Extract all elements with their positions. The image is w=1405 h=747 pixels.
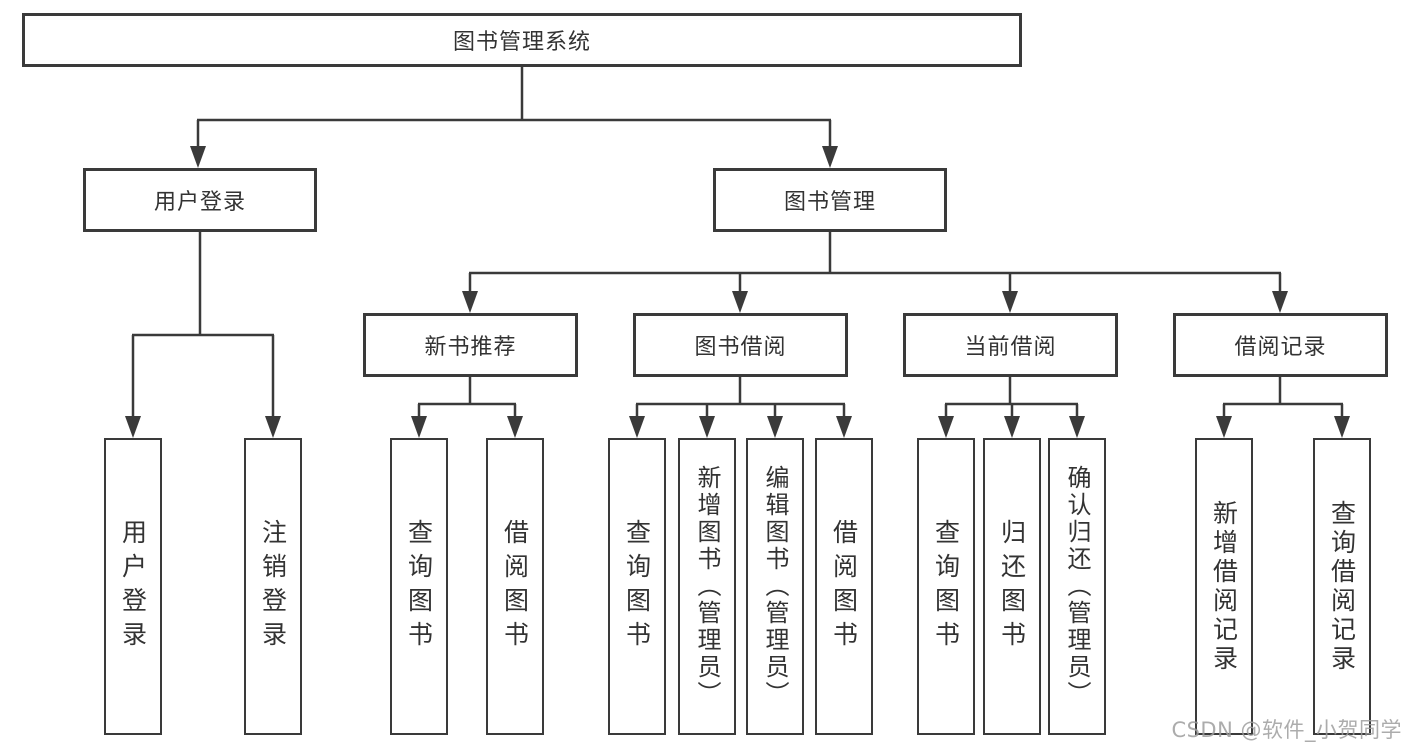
leaf-query-books-1: 查询图书 [390, 438, 448, 735]
leaf-borrow-books-2: 借阅图书 [815, 438, 873, 735]
arrowheads [125, 146, 1350, 438]
arrowhead-icon [1216, 416, 1232, 438]
leaf-return-books: 归还图书 [983, 438, 1041, 735]
node-label: 编辑图书（管理员） [761, 465, 789, 708]
node-label: 新书推荐 [424, 335, 517, 360]
connector-line-user-login-split [131, 232, 275, 418]
arrowhead-icon [265, 416, 281, 438]
leaf-logout: 注销登录 [244, 438, 302, 735]
arrowhead-icon [1002, 291, 1018, 313]
connector-line-current-borrow-split [944, 377, 1079, 418]
node-book-management: 图书管理 [713, 168, 947, 232]
arrowhead-icon [507, 416, 523, 438]
connector-line-book-mgmt-split [468, 232, 1282, 293]
node-label: 借阅记录 [1234, 335, 1327, 360]
connector-line-borrow-record-split [1222, 377, 1344, 418]
node-label: 图书借阅 [694, 335, 787, 360]
arrowhead-icon [699, 416, 715, 438]
leaf-query-books-2: 查询图书 [608, 438, 666, 735]
arrowhead-icon [732, 291, 748, 313]
node-label: 查询图书 [931, 518, 961, 655]
node-label: 归还图书 [997, 518, 1027, 655]
leaf-add-borrow-record: 新增借阅记录 [1195, 438, 1253, 735]
node-label: 查询借阅记录 [1327, 499, 1357, 674]
arrowhead-icon [411, 416, 427, 438]
connector-line-new-book-split [417, 377, 517, 418]
arrowhead-icon [1069, 416, 1085, 438]
arrowhead-icon [125, 416, 141, 438]
node-label: 借阅图书 [829, 518, 859, 655]
leaf-confirm-return-admin: 确认归还（管理员） [1048, 438, 1106, 735]
leaf-add-books-admin: 新增图书（管理员） [678, 438, 736, 735]
arrowhead-icon [462, 291, 478, 313]
arrowhead-icon [822, 146, 838, 168]
node-label: 查询图书 [622, 518, 652, 655]
node-label: 新增图书（管理员） [693, 465, 721, 708]
node-label: 确认归还（管理员） [1063, 465, 1091, 708]
node-current-borrowing: 当前借阅 [903, 313, 1118, 377]
arrowhead-icon [629, 416, 645, 438]
arrowhead-icon [938, 416, 954, 438]
node-label: 借阅图书 [500, 518, 530, 655]
arrowhead-icon [836, 416, 852, 438]
connector-lines [131, 66, 1344, 418]
node-user-login: 用户登录 [83, 168, 317, 232]
leaf-query-borrow-record: 查询借阅记录 [1313, 438, 1371, 735]
csdn-watermark: CSDN @软件_小贺同学 [1171, 718, 1402, 742]
arrowhead-icon [1004, 416, 1020, 438]
arrowhead-icon [767, 416, 783, 438]
node-book-borrowing: 图书借阅 [633, 313, 848, 377]
leaf-user-login: 用户登录 [104, 438, 162, 735]
arrowhead-icon [1272, 291, 1288, 313]
node-label: 用户登录 [153, 190, 246, 215]
node-label: 用户登录 [118, 518, 148, 655]
node-label: 当前借阅 [964, 335, 1057, 360]
leaf-borrow-books-1: 借阅图书 [486, 438, 544, 735]
node-borrowing-records: 借阅记录 [1173, 313, 1388, 377]
connector-line-root-split [196, 66, 832, 150]
leaf-query-books-3: 查询图书 [917, 438, 975, 735]
node-label: 图书管理 [783, 190, 876, 215]
node-label: 新增借阅记录 [1209, 499, 1239, 674]
leaf-edit-books-admin: 编辑图书（管理员） [746, 438, 804, 735]
arrowhead-icon [190, 146, 206, 168]
node-label: 图书管理系统 [452, 30, 591, 55]
node-new-book-recommendation: 新书推荐 [363, 313, 578, 377]
node-label: 注销登录 [258, 518, 288, 655]
node-library-management-system: 图书管理系统 [22, 13, 1022, 67]
arrowhead-icon [1334, 416, 1350, 438]
node-label: 查询图书 [404, 518, 434, 655]
connector-line-book-borrow-split [635, 377, 846, 418]
